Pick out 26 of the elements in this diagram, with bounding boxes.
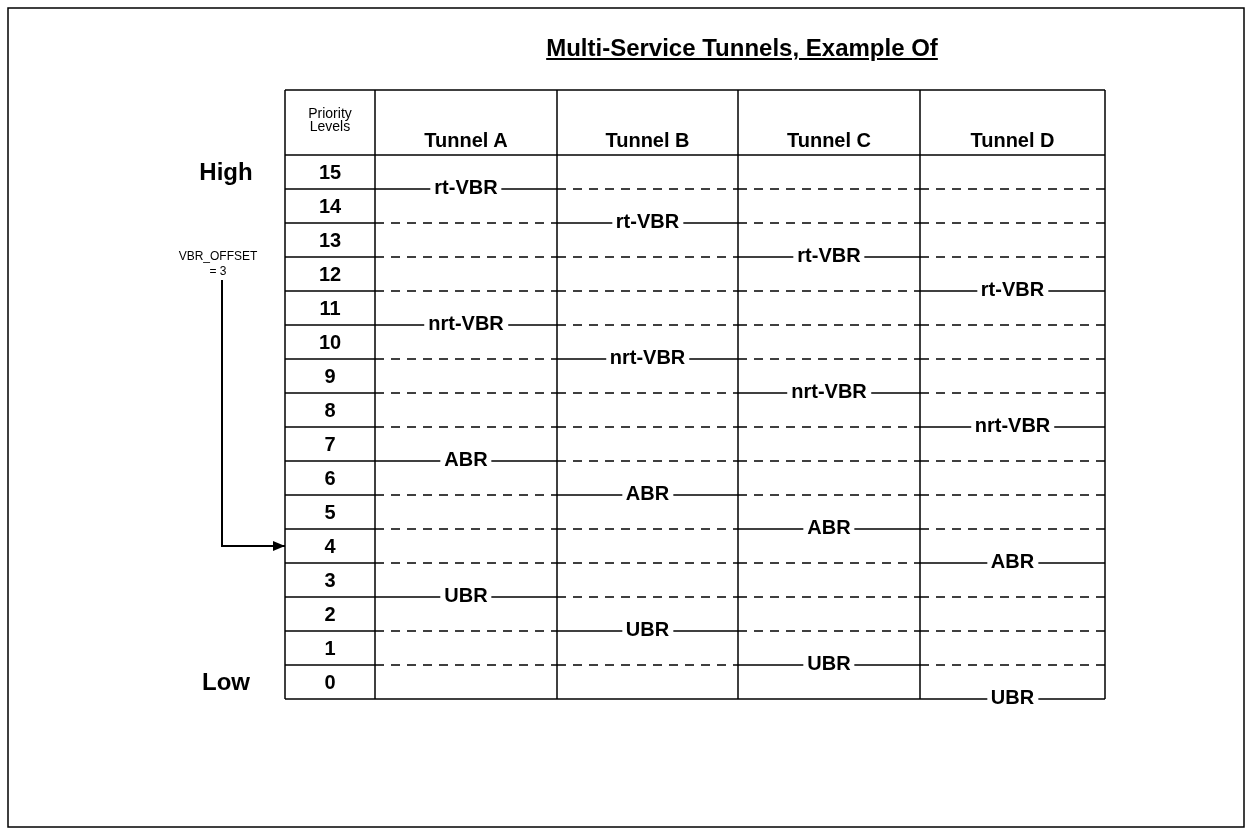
offset-label: VBR_OFFSET = 3	[178, 249, 258, 279]
priority-level-number: 6	[324, 466, 336, 490]
priority-level-number: 2	[324, 602, 336, 626]
priority-level-number: 7	[324, 432, 336, 456]
axis-label: Low	[202, 668, 250, 696]
column-header: Priority Levels	[307, 107, 353, 133]
column-header: Tunnel B	[605, 128, 690, 152]
priority-level-number: 8	[324, 398, 336, 422]
axis-label: High	[199, 158, 253, 186]
priority-level-number: 5	[324, 500, 336, 524]
column-header: Tunnel C	[786, 128, 872, 152]
diagram-title: Multi-Service Tunnels, Example Of	[546, 34, 938, 62]
priority-level-number: 3	[324, 568, 336, 592]
column-header: Tunnel D	[970, 128, 1055, 152]
priority-level-number: 12	[318, 262, 342, 286]
priority-level-number: 1	[324, 636, 336, 660]
priority-level-number: 14	[318, 194, 342, 218]
arrow	[221, 279, 286, 551]
priority-level-number: 15	[318, 160, 342, 184]
priority-level-number: 9	[324, 364, 336, 388]
priority-level-number: 10	[318, 330, 342, 354]
priority-level-number: 13	[318, 228, 342, 252]
priority-level-number: 11	[319, 296, 341, 320]
column-header: Tunnel A	[424, 128, 508, 152]
priority-level-number: 0	[324, 670, 336, 694]
priority-level-number: 4	[287, 531, 373, 561]
